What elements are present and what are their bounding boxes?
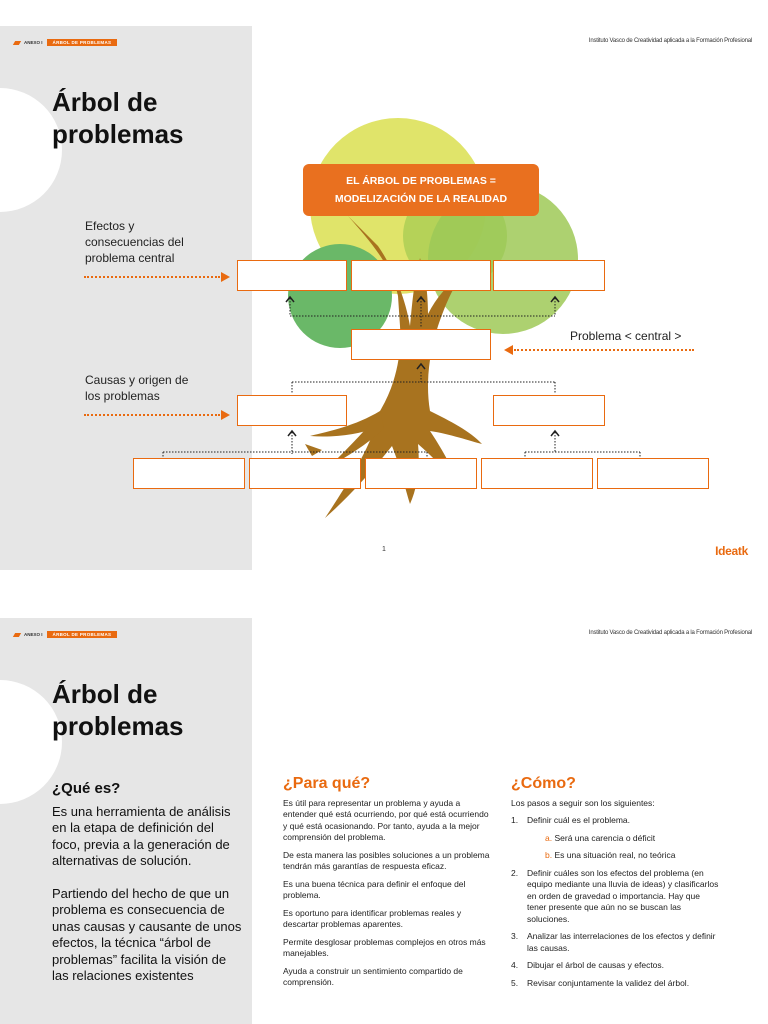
- como-section: ¿Cómo? Los pasos a seguir son los siguie…: [511, 778, 721, 995]
- step-item: 1. Definir cuál es el problema.: [511, 815, 721, 827]
- effect-box[interactable]: [237, 260, 347, 291]
- effect-box[interactable]: [493, 260, 605, 291]
- page-title-line-1: Árbol de: [52, 678, 184, 710]
- para-que-paragraph: Es oportuno para identificar problemas r…: [283, 908, 493, 931]
- step-text: Revisar conjuntamente la validez del árb…: [527, 978, 689, 988]
- section-header: ANEXO I ÁRBOL DE PROBLEMAS: [14, 631, 117, 638]
- step-item: 5. Revisar conjuntamente la validez del …: [511, 978, 721, 990]
- step-text: Analizar las interrelaciones de los efec…: [527, 931, 716, 953]
- sub-step-letter: b.: [545, 850, 552, 860]
- sub-step-letter: a.: [545, 833, 552, 843]
- effects-label-line: consecuencias del: [85, 234, 184, 250]
- central-arrow-icon: [504, 345, 694, 355]
- step-item: 3. Analizar las interrelaciones de los e…: [511, 931, 721, 954]
- causes-label-line: Causas y origen de: [85, 372, 188, 388]
- step-item: 4. Dibujar el árbol de causas y efectos.: [511, 960, 721, 972]
- sub-step-item: b. Es una situación real, no teórica: [511, 850, 721, 862]
- causes-label: Causas y origen de los problemas: [85, 372, 188, 404]
- sub-step-item: a. Será una carencia o déficit: [511, 833, 721, 845]
- sub-step-text: Es una situación real, no teórica: [554, 850, 675, 860]
- step-number: 5.: [511, 978, 518, 990]
- steps-list: 1. Definir cuál es el problema.: [511, 815, 721, 827]
- page-number: 1: [382, 546, 386, 553]
- page-2: ANEXO I ÁRBOL DE PROBLEMAS Instituto Vas…: [0, 618, 768, 1024]
- step-text: Definir cuáles son los efectos del probl…: [527, 868, 718, 924]
- para-que-paragraph: Ayuda a construir un sentimiento compart…: [283, 966, 493, 989]
- root-cause-box[interactable]: [133, 458, 245, 489]
- como-heading: ¿Cómo?: [511, 778, 721, 790]
- step-number: 2.: [511, 868, 518, 880]
- effects-label-line: problema central: [85, 250, 184, 266]
- para-que-heading: ¿Para qué?: [283, 778, 493, 790]
- cause-box[interactable]: [237, 395, 347, 426]
- como-intro: Los pasos a seguir son los siguientes:: [511, 798, 721, 810]
- effects-label-line: Efectos y: [85, 218, 184, 234]
- step-text: Definir cuál es el problema.: [527, 815, 630, 825]
- root-cause-box[interactable]: [365, 458, 477, 489]
- page-title-line-2: problemas: [52, 710, 184, 742]
- step-text: Dibujar el árbol de causas y efectos.: [527, 960, 664, 970]
- effects-label: Efectos y consecuencias del problema cen…: [85, 218, 184, 266]
- steps-list: 2. Definir cuáles son los efectos del pr…: [511, 868, 721, 990]
- root-cause-box[interactable]: [597, 458, 709, 489]
- que-es-paragraph: Es una herramienta de análisis en la eta…: [52, 804, 242, 870]
- ideatk-logo: Ideatk: [715, 544, 748, 558]
- causes-label-line: los problemas: [85, 388, 188, 404]
- que-es-paragraph: Partiendo del hecho de que un problema e…: [52, 886, 242, 985]
- root-cause-box[interactable]: [481, 458, 593, 489]
- section-tag: ÁRBOL DE PROBLEMAS: [47, 631, 118, 638]
- causes-arrow-icon: [84, 410, 230, 420]
- page-1: ANEXO I ÁRBOL DE PROBLEMAS Instituto Vas…: [0, 26, 768, 570]
- root-cause-box[interactable]: [249, 458, 361, 489]
- para-que-paragraph: Es una buena técnica para definir el enf…: [283, 879, 493, 902]
- institute-name: Instituto Vasco de Creatividad aplicada …: [589, 630, 752, 636]
- step-number: 1.: [511, 815, 518, 827]
- para-que-paragraph: De esta manera las posibles soluciones a…: [283, 850, 493, 873]
- que-es-heading: ¿Qué es?: [52, 781, 242, 798]
- para-que-paragraph: Permite desglosar problemas complejos en…: [283, 937, 493, 960]
- central-problem-box[interactable]: [351, 329, 491, 360]
- effects-arrow-icon: [84, 272, 230, 282]
- effect-box[interactable]: [351, 260, 491, 291]
- cause-box[interactable]: [493, 395, 605, 426]
- step-item: 2. Definir cuáles son los efectos del pr…: [511, 868, 721, 926]
- para-que-paragraph: Es útil para representar un problema y a…: [283, 798, 493, 844]
- central-problem-label: Problema < central >: [570, 328, 681, 344]
- step-number: 3.: [511, 931, 518, 943]
- para-que-section: ¿Para qué? Es útil para representar un p…: [283, 778, 493, 995]
- section-label: ANEXO I: [24, 632, 43, 637]
- sub-step-text: Será una carencia o déficit: [554, 833, 655, 843]
- que-es-section: ¿Qué es? Es una herramienta de análisis …: [52, 781, 242, 985]
- page-title: Árbol de problemas: [52, 678, 184, 742]
- step-number: 4.: [511, 960, 518, 972]
- brand-mark-icon: [13, 633, 21, 637]
